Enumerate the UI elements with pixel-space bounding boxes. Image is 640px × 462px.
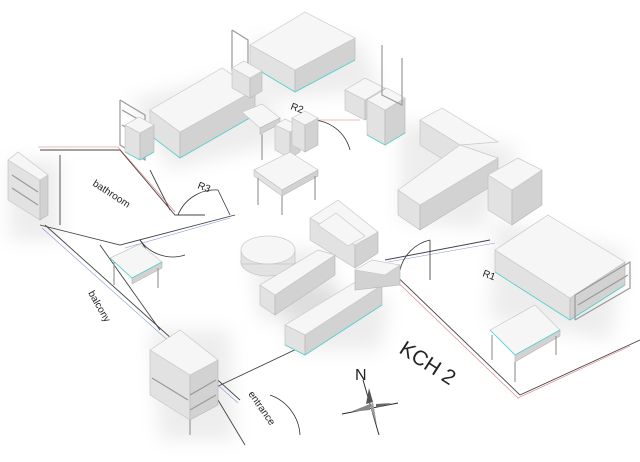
door-bathroom: [139, 239, 186, 258]
room-label-balcony: balcony: [85, 289, 112, 324]
room-label-r1: R1: [481, 268, 497, 283]
living-room: [240, 199, 401, 356]
door-r1: [399, 239, 431, 271]
bed-r3: [119, 67, 256, 162]
kitchen-counter: [397, 107, 543, 231]
shelves: [7, 151, 219, 435]
compass-rose: N: [341, 367, 399, 436]
desks: [109, 103, 561, 382]
room-label-r3: R3: [196, 180, 212, 195]
compass-north-label: N: [355, 367, 367, 384]
room-label-bathroom: bathroom: [90, 178, 131, 210]
plan-title: KCH 2: [395, 337, 459, 390]
bed-r1: [494, 214, 631, 321]
cabinets: [124, 45, 406, 161]
room-label-r2: R2: [289, 101, 305, 116]
room-label-entrance: entrance: [246, 389, 278, 428]
door-r3: [177, 189, 219, 216]
bed-r2: [231, 11, 356, 93]
door-entrance: [269, 394, 301, 436]
walls: [38, 119, 640, 446]
